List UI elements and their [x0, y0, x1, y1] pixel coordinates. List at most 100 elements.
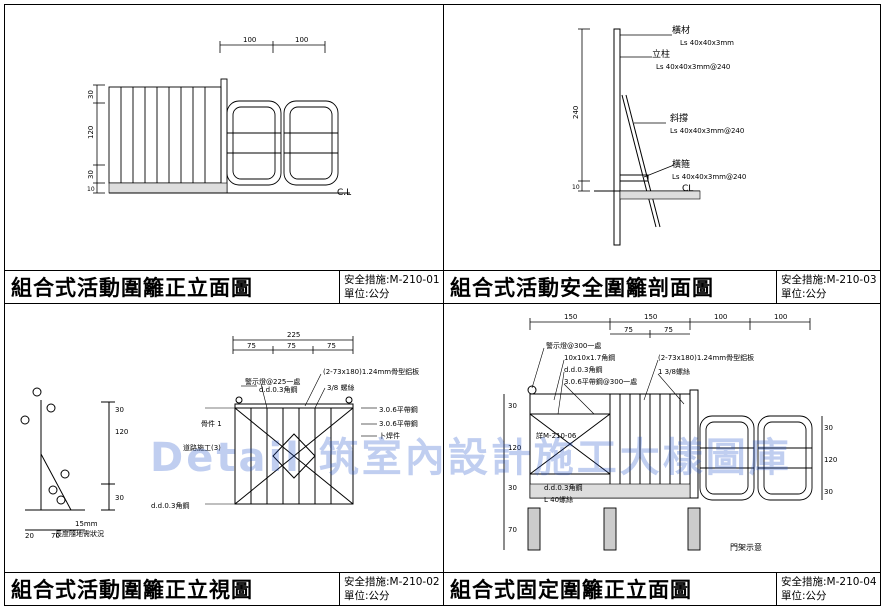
fixed-fence [527, 385, 699, 499]
note-aluminum-panel: (2-73x180)1.24mm骨型鋁板 [323, 367, 419, 376]
label-hoop-spec: Ls 40x40x3mm@240 [672, 173, 746, 181]
side-dim-15mm: 15mm [75, 520, 98, 528]
drawing-title: 組合式活動安全圍籬剖面圖 [450, 276, 714, 300]
label-hoop: 橫箍 [672, 158, 690, 170]
dim-150-a: 150 [564, 313, 577, 321]
dim-30-bottom: 30 [87, 170, 95, 179]
barrier-units [109, 100, 350, 194]
label-post-spec: Ls 40x40x3mm@240 [656, 63, 730, 71]
drawing-front-elevation: 100 100 30 120 30 10 [87, 36, 351, 198]
side-dim-120: 120 [115, 428, 128, 436]
label-brace: 斜撐 [670, 112, 688, 124]
drawing-info: 安全措施:M-210-01 單位:公分 [339, 271, 443, 303]
panel-section: 240 10 橫材 Ls 40x40x3mm 立柱 Ls 40x40x3mm@2… [443, 4, 881, 304]
ground-hatch-left [108, 182, 228, 194]
fixed-note-warning-light: 警示燈@300一處 [546, 341, 601, 350]
ground-hatch-section [619, 190, 701, 200]
dim-100-a: 100 [243, 36, 256, 44]
dim-10-section: 10 [572, 184, 580, 191]
dim-30-top: 30 [87, 90, 95, 99]
note-weld: 卜焊件 [379, 431, 400, 440]
fixed-note-bolt: 1 3/8螺絲 [658, 367, 690, 376]
fixed-leaders [531, 347, 685, 415]
dim-225: 225 [287, 331, 300, 339]
fixed-note-flat-steel: 3.0.6平帶鋼@300一處 [564, 377, 637, 386]
dim-75-c: 75 [327, 342, 336, 350]
fixed-note-angle-steel: d.d.0.3角鋼 [564, 365, 602, 374]
label-post: 立柱 [652, 48, 670, 60]
fixed-dim-30-top: 30 [508, 402, 517, 410]
note-angle-steel-bottom: d.d.0.3角鋼 [151, 501, 189, 510]
fixed-dim-70: 70 [508, 526, 517, 534]
drawing-title: 組合式活動圍籬正立面圖 [11, 276, 253, 300]
note-warning-light: 警示燈@225一處 [245, 377, 300, 386]
dim-100-a: 100 [714, 313, 727, 321]
drawing-info: 安全措施:M-210-04 單位:公分 [776, 573, 880, 605]
side-dim-20: 20 [25, 532, 34, 540]
label-rail-spec: Ls 40x40x3mm [680, 39, 734, 47]
drawing-fixed-elevation: 150 150 100 100 75 75 [503, 313, 837, 552]
leaders [620, 34, 675, 178]
drawing-info: 安全措施:M-210-02 單位:公分 [339, 573, 443, 605]
drawing-code: 安全措施:M-210-04 [781, 576, 877, 588]
fixed-note-aluminum: (2-73x180)1.24mm骨型鋁板 [658, 353, 754, 362]
drawing-unit: 單位:公分 [781, 288, 827, 300]
panel-fixed-elevation: 150 150 100 100 75 75 [443, 303, 881, 606]
label-rail: 橫材 [672, 24, 690, 36]
panel-front-view: 225 75 75 75 警示燈@225一處 [4, 303, 444, 606]
drawing-code: 安全措施:M-210-01 [344, 274, 440, 286]
drawing-front-view: 225 75 75 75 警示燈@225一處 [20, 331, 419, 540]
drawing-code: 安全措施:M-210-02 [344, 576, 440, 588]
dim-100-b: 100 [774, 313, 787, 321]
dim-240: 240 [572, 106, 580, 119]
barrier-units-fixed [503, 394, 823, 550]
panel-front-elevation: 100 100 30 120 30 10 [4, 4, 444, 304]
fixed-dim-120: 120 [508, 444, 521, 452]
dim-150-b: 150 [644, 313, 657, 321]
fixed-note-ref: 詳M-210-06 [536, 431, 577, 440]
footings [527, 507, 701, 551]
drawing-unit: 單位:公分 [344, 288, 390, 300]
title-block-4: 組合式固定圍籬正立面圖 安全措施:M-210-04 單位:公分 [444, 572, 880, 605]
side-dim-30-top: 30 [115, 406, 124, 414]
dim-100-b: 100 [295, 36, 308, 44]
cl-label-front: C.L [337, 188, 351, 198]
fixed-note-anchor: L 40螺絲 [544, 495, 573, 504]
fixed-note-angle-10: 10x10x1.7角鋼 [564, 353, 615, 362]
barrier-dim-120: 120 [824, 456, 837, 464]
drawing-unit: 單位:公分 [781, 590, 827, 602]
title-block-3: 組合式活動圍籬正立視圖 安全措施:M-210-02 單位:公分 [5, 572, 443, 605]
label-brace-spec: Ls 40x40x3mm@240 [670, 127, 744, 135]
fixed-dim-30-bottom: 30 [508, 484, 517, 492]
barrier-dim-30-top: 30 [824, 424, 833, 432]
dim-75-a: 75 [624, 326, 633, 334]
side-note-length: 長度隨地需狀況 [55, 529, 104, 538]
title-block-1: 組合式活動圍籬正立面圖 安全措施:M-210-01 單位:公分 [5, 270, 443, 303]
dim-75-b: 75 [287, 342, 296, 350]
cl-label-section: CL [682, 184, 693, 194]
note-flat-steel-1: 3.0.6平帶鋼 [379, 405, 418, 414]
fixed-note-angle-bottom: d.d.0.3角鋼 [544, 483, 582, 492]
drawing-info: 安全措施:M-210-03 單位:公分 [776, 271, 880, 303]
dim-120: 120 [87, 126, 95, 139]
gate-caption: 門架示意 [730, 542, 762, 552]
post [594, 28, 700, 246]
drawing-code: 安全措施:M-210-03 [781, 274, 877, 286]
dim-75-b: 75 [664, 326, 673, 334]
drawing-unit: 單位:公分 [344, 590, 390, 602]
fence-frame [234, 396, 354, 505]
title-block-2: 組合式活動安全圍籬剖面圖 安全措施:M-210-03 單位:公分 [444, 270, 880, 303]
note-road-work: 道路施工(3) [183, 443, 221, 452]
drawing-title: 組合式固定圍籬正立面圖 [450, 578, 692, 602]
dim-10: 10 [87, 186, 95, 193]
side-dim-30-bottom: 30 [115, 494, 124, 502]
note-bolt: 3/8 螺絲 [327, 383, 355, 392]
drawing-title: 組合式活動圍籬正立視圖 [11, 578, 253, 602]
dim-75-a: 75 [247, 342, 256, 350]
front-view-leaders [205, 373, 377, 505]
side-detail [20, 387, 115, 531]
note-flat-steel-2: 3.0.6平帶鋼 [379, 419, 418, 428]
side-dim-70: 70 [51, 532, 60, 540]
barrier-dim-30-bottom: 30 [824, 488, 833, 496]
